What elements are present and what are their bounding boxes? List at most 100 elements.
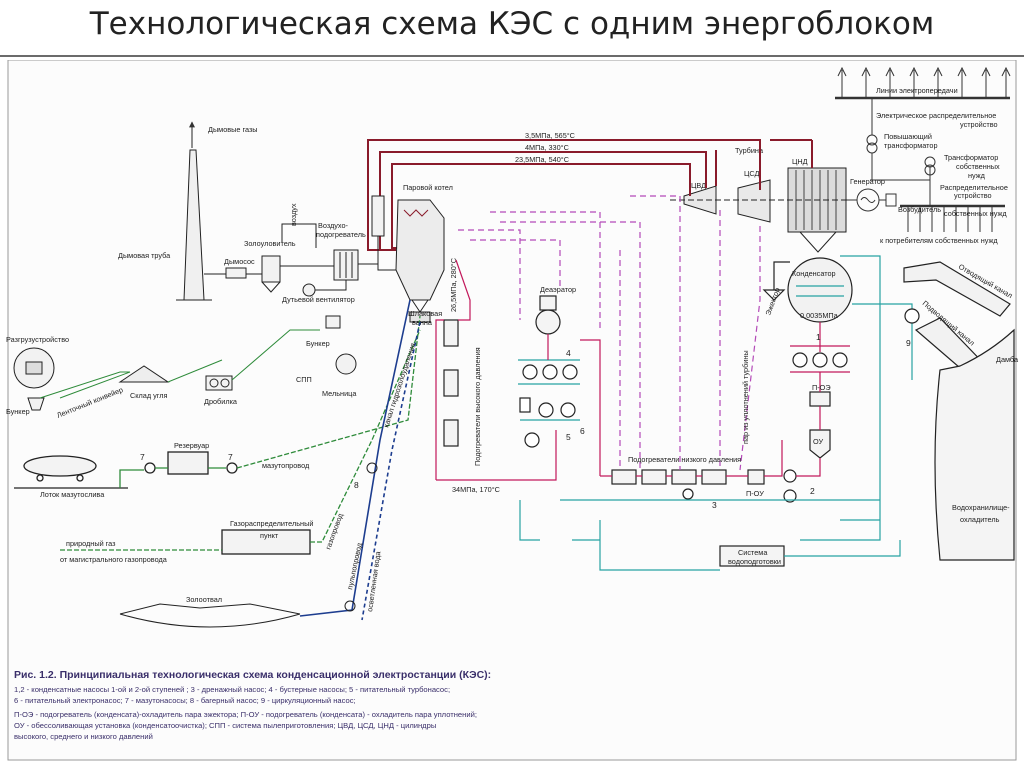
caption-line-5: высокого, среднего и низкого давлений <box>14 732 153 741</box>
water-treatment-label-2: водоподготовки <box>728 557 781 566</box>
lp-heater-3-icon <box>671 469 697 485</box>
booster-pumps-number: 4 <box>566 348 571 358</box>
cooling-reservoir-icon <box>934 328 1015 561</box>
aux-switchgear-label-3: собственных нужд <box>944 209 1007 218</box>
steam-param-1: 3,5МПа, 565°С <box>525 131 575 140</box>
deaerator-label: Деаэратор <box>540 285 576 294</box>
feedwater-section <box>435 195 783 500</box>
hp-heaters-label: Подогреватели высокого давления <box>473 347 482 466</box>
feed-electropump-icon <box>560 402 576 418</box>
natural-gas-label: природный газ <box>66 539 116 548</box>
deaerator-icon <box>535 309 561 335</box>
booster-pump-c-icon <box>562 364 578 380</box>
hp-heater-1-icon <box>443 319 459 347</box>
condensate-pump-1b-icon <box>812 352 828 368</box>
steam-param-3: 23,5МПа, 540°С <box>515 155 569 164</box>
ou-label: ОУ <box>813 437 824 446</box>
condensate-pump-2a-icon <box>783 469 797 483</box>
p-oe-icon <box>809 391 831 407</box>
step-up-transformer-label: Повышающий <box>884 132 932 141</box>
csd-label: ЦСД <box>744 169 760 178</box>
caption-line-1: 1,2 - конденсатные насосы 1-ой и 2-ой ст… <box>14 685 450 694</box>
bunker-label: Бункер <box>306 339 330 348</box>
pump-8-number: 8 <box>354 480 359 490</box>
fan-label: Дутьевой вентилятор <box>282 295 355 304</box>
boiler-furnace-icon <box>395 199 445 301</box>
cooling-section <box>519 261 1015 571</box>
switchyard-label-2: устройство <box>960 120 998 129</box>
reservoir-label: Резервуар <box>174 441 209 450</box>
smoke-exhauster-label: Дымосос <box>224 257 255 266</box>
reservoir-cooler-label-2: охладитель <box>960 515 1000 524</box>
fuel-oil-tank-icon <box>23 455 97 477</box>
generator-label: Генератор <box>850 177 885 186</box>
mill-label: Мельница <box>322 389 357 398</box>
lp-heater-2-icon <box>641 469 667 485</box>
main-gas-label: от магистрального газопровода <box>60 555 168 564</box>
smoke-exhauster-icon <box>225 267 247 279</box>
aux-transformer-label-2: собственных <box>956 162 1000 171</box>
condensate-pump-2b-icon <box>783 489 797 503</box>
ip-cylinder-icon <box>737 179 771 223</box>
flue-gases-label: Дымовые газы <box>208 125 258 134</box>
feed-out-label: 34МПа, 170°С <box>452 485 500 494</box>
condenser-label: Конденсатор <box>792 269 836 278</box>
air-heater-label-2: подогреватель <box>316 230 366 239</box>
electropump-number: 6 <box>580 426 585 436</box>
chimney-label: Дымовая труба <box>118 251 171 260</box>
turbine-label: Турбина <box>735 146 764 155</box>
turbopump-number: 5 <box>566 432 571 442</box>
coal-section <box>13 329 320 411</box>
step-up-transformer-icon <box>866 134 878 146</box>
oil-drain-label: Лоток мазутослива <box>40 490 105 499</box>
air-heater-label: Воздухо- <box>318 221 349 230</box>
gas-section <box>60 329 421 555</box>
drain-pump-number: 3 <box>712 500 717 510</box>
outlet-channel-icon <box>903 261 1011 317</box>
coal-yard-label: Склад угля <box>130 391 168 400</box>
seal-steam-label: пар из уплотнений турбины <box>741 350 750 444</box>
drain-pump-icon <box>682 488 694 500</box>
pump-7a-number: 7 <box>140 452 145 462</box>
slide-title: Технологическая схема КЭС с одним энерго… <box>89 6 935 42</box>
caption-title: Рис. 1.2. Принципиальная технологическая… <box>14 669 491 681</box>
power-lines-label: Линии электропередачи <box>876 86 958 95</box>
diagram-frame <box>7 60 1017 761</box>
steam-param-2: 4МПа, 330°С <box>525 143 569 152</box>
ash-section <box>119 299 421 628</box>
spp-label: СПП <box>296 375 312 384</box>
gas-station-label-2: пункт <box>260 531 279 540</box>
lp-heaters-label: Подогреватели низкого давления <box>628 455 741 464</box>
hp-heater-3-icon <box>443 419 459 447</box>
ejector-icon <box>762 289 786 301</box>
bagger-pump-icon <box>366 462 378 474</box>
aux-transformer-label: Трансформатор <box>944 153 998 162</box>
p-ou-label: П-ОУ <box>746 489 764 498</box>
circulation-pump-number: 9 <box>906 338 911 348</box>
left-bunker-label: Бункер <box>6 407 30 416</box>
kes-process-diagram: Линии электропередачи Электрическое расп… <box>6 60 1019 761</box>
caption-line-4: ОУ - обессоливающая установка (конденсат… <box>14 721 436 730</box>
air-label: воздух <box>289 203 298 226</box>
p-ou-icon <box>747 469 765 485</box>
condensate-pump-1-number: 1 <box>816 332 821 342</box>
feed-turbopump-icon <box>538 402 554 418</box>
unloading-label: Разгрузустройство <box>6 335 69 344</box>
gas-station-icon <box>221 529 311 555</box>
fuel-oil-pipe-label: мазутопровод <box>262 461 310 470</box>
flue-gas-section <box>176 121 378 375</box>
gas-station-label: Газораспределительный <box>230 519 313 528</box>
aux-switchgear-label: Распределительное <box>940 183 1008 192</box>
reservoir-icon <box>167 451 209 475</box>
ash-dump-label: Золоотвал <box>186 595 222 604</box>
crusher-label: Дробилка <box>204 397 238 406</box>
fuel-oil-section <box>14 315 421 489</box>
step-up-transformer-label-2: трансформатор <box>884 141 938 150</box>
left-bunker-icon <box>27 397 45 411</box>
circulation-pump-icon <box>904 308 920 324</box>
mill-icon <box>335 353 357 375</box>
title-divider <box>0 55 1024 57</box>
bunker-icon <box>325 315 341 329</box>
cnd-label: ЦНД <box>792 157 808 166</box>
caption-line-2: 6 - питательный электронасос; 7 - мазуто… <box>14 696 356 705</box>
